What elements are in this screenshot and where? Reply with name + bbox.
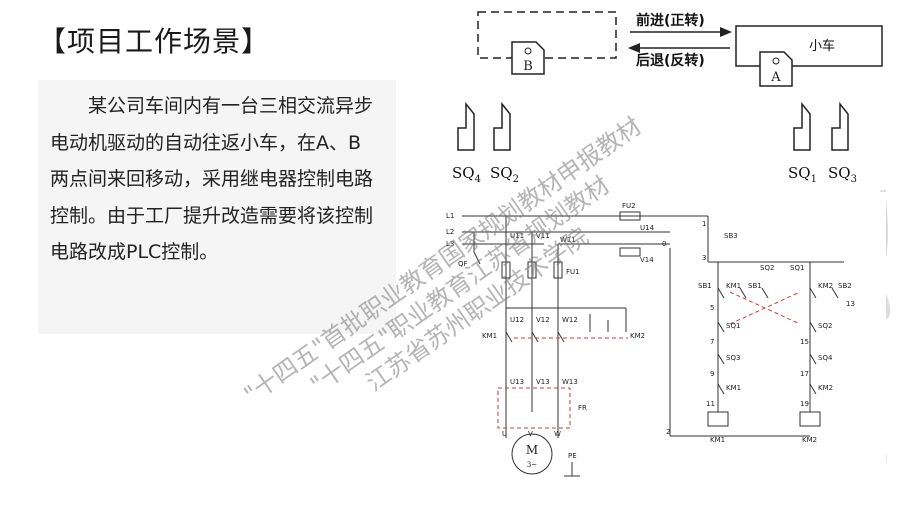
wire-num-1: 1 xyxy=(702,220,706,228)
pe-label: PE xyxy=(568,452,577,460)
wire-num-19: 19 xyxy=(800,400,809,408)
fuse-label-fu1: FU1 xyxy=(566,268,580,276)
limit-switch-sq1 xyxy=(793,101,811,151)
terminal-w: W xyxy=(554,430,561,438)
cart-label: 小车 xyxy=(809,38,835,54)
control-label-sq1b: SQ1 xyxy=(726,322,740,330)
terminal-v12: V12 xyxy=(536,316,550,324)
coil-label-km2: KM2 xyxy=(802,436,817,444)
contact-label-fr: FR xyxy=(578,404,587,412)
wire-num-2: 2 xyxy=(666,428,670,436)
wire-num-0: 0 xyxy=(662,240,666,248)
control-label-km1b: KM1 xyxy=(726,384,741,392)
wire-num-5: 5 xyxy=(710,304,714,312)
motor-label: M xyxy=(526,443,538,457)
switch-label-sq3: SQ3 xyxy=(828,164,857,185)
point-a-block: A xyxy=(759,51,793,87)
circuit-schematic: L1 L2 L3 FU2 FU1 U14 V14 W11 U11 V11 QF … xyxy=(440,192,886,500)
motor-sub-label: 3~ xyxy=(527,461,537,469)
terminal-u12: U12 xyxy=(510,316,524,324)
coil-label-km1: KM1 xyxy=(710,436,725,444)
slide-title: 【项目工作场景】 xyxy=(38,25,271,58)
text-panel xyxy=(38,80,396,334)
control-label-sq2b: SQ2 xyxy=(818,322,832,330)
phase-label-l2: L2 xyxy=(446,228,454,236)
limit-switch-sq2 xyxy=(493,101,511,151)
point-b-label: B xyxy=(523,59,533,74)
fuse-label-fu2: FU2 xyxy=(622,202,636,210)
control-label-sb1a: SB1 xyxy=(698,282,712,290)
phase-label-l1: L1 xyxy=(446,212,454,220)
control-label-sq1a: SQ1 xyxy=(790,264,804,272)
control-label-sq4: SQ4 xyxy=(818,354,833,362)
node-label-v11: V11 xyxy=(536,232,550,240)
point-b-box xyxy=(477,11,617,59)
limit-switch-sq4 xyxy=(457,101,475,151)
terminal-v: V xyxy=(528,430,533,438)
contact-label-km2: KM2 xyxy=(630,332,645,340)
terminal-w12: W12 xyxy=(562,316,578,324)
wire-num-3: 3 xyxy=(702,254,706,262)
node-label-w11: W11 xyxy=(560,236,576,244)
node-label-u14: U14 xyxy=(640,224,655,232)
forward-label: 前进(正转) xyxy=(636,12,705,29)
wire-num-11: 11 xyxy=(706,400,715,408)
qf-label: QF xyxy=(458,260,468,268)
control-label-sb3: SB3 xyxy=(724,232,738,240)
switch-label-sq1: SQ1 xyxy=(788,164,817,185)
cart-diagram: B 前进(正转) 后退(反转) 小车 A SQ4 SQ2 SQ1 SQ3 xyxy=(440,0,900,190)
control-label-sb1b: SB1 xyxy=(748,282,762,290)
control-label-km2b: KM2 xyxy=(818,384,833,392)
wire-num-9: 9 xyxy=(710,370,714,378)
limit-switch-sq3 xyxy=(831,101,849,151)
node-label-u11: U11 xyxy=(510,232,524,240)
wire-num-15: 15 xyxy=(800,338,809,346)
terminal-w13: W13 xyxy=(562,378,578,386)
switch-label-sq2: SQ2 xyxy=(490,164,519,185)
slide-body-text: 某公司车间内有一台三相交流异步电动机驱动的自动往返小车，在A、B两点间来回移动，… xyxy=(50,95,374,263)
control-label-sq2a: SQ2 xyxy=(760,264,774,272)
control-label-km1a: KM1 xyxy=(726,282,741,290)
wire-num-13: 13 xyxy=(846,300,855,308)
node-label-v14: V14 xyxy=(640,256,654,264)
point-b-block: B xyxy=(511,41,545,75)
switch-label-sq4: SQ4 xyxy=(452,164,481,185)
control-label-sq3: SQ3 xyxy=(726,354,740,362)
terminal-u: U xyxy=(502,430,507,438)
terminal-v13: V13 xyxy=(536,378,550,386)
wire-num-7: 7 xyxy=(710,338,714,346)
terminal-u13: U13 xyxy=(510,378,524,386)
control-label-sb2: SB2 xyxy=(838,282,852,290)
backward-label: 后退(反转) xyxy=(636,52,705,69)
point-a-label: A xyxy=(770,70,781,85)
phase-label-l3: L3 xyxy=(446,240,454,248)
wire-num-17: 17 xyxy=(800,370,809,378)
contact-label-km1: KM1 xyxy=(482,332,497,340)
control-label-km2a: KM2 xyxy=(818,282,833,290)
